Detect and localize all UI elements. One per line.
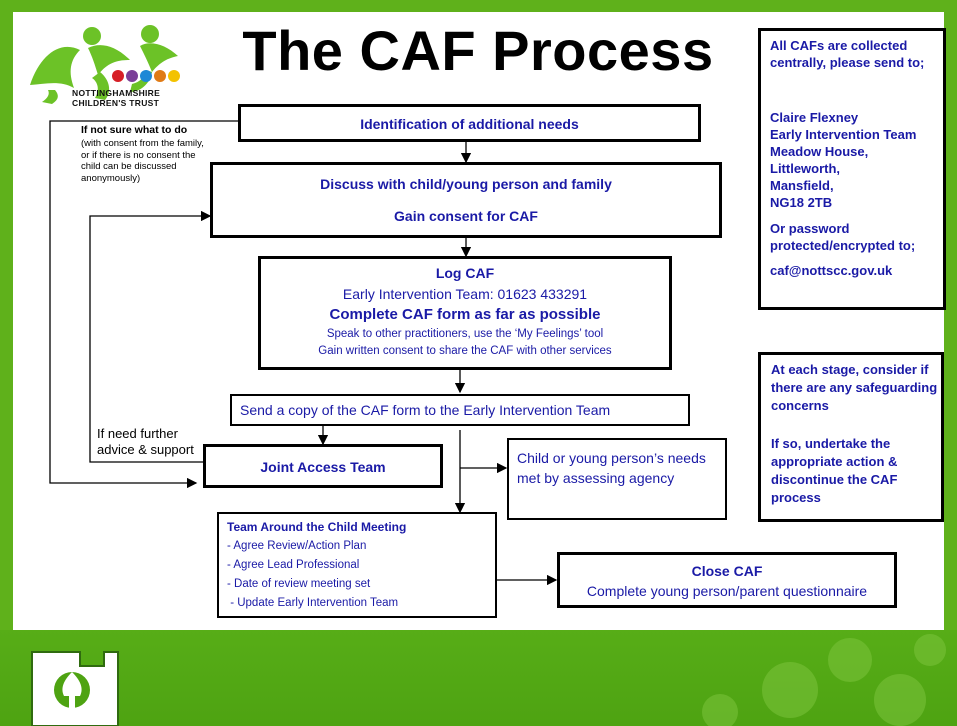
- discuss-line2: Gain consent for CAF: [394, 208, 538, 224]
- info-email: caf@nottscc.gov.uk: [770, 263, 893, 278]
- further-advice-line1: If need further: [97, 426, 178, 441]
- logo-text-line1: NOTTINGHAMSHIRE: [72, 88, 161, 98]
- needs-met-box: Child or young person’s needs met by ass…: [507, 438, 727, 520]
- needs-met-label: Child or young person’s needs met by ass…: [517, 450, 706, 486]
- info-address-0: Claire Flexney: [770, 110, 859, 125]
- info-box: All CAFs are collected centrally, please…: [758, 28, 946, 310]
- safeguarding-line1: At each stage, consider if there are any…: [771, 362, 938, 413]
- info-address-3: Littleworth,: [770, 161, 841, 176]
- send-copy-box: Send a copy of the CAF form to the Early…: [230, 394, 690, 426]
- log-caf-speak: Speak to other practitioners, use the ‘M…: [326, 328, 604, 340]
- send-copy-label: Send a copy of the CAF form to the Early…: [240, 402, 611, 418]
- green-border-left: [0, 0, 13, 640]
- tac-item-2: - Date of review meeting set: [227, 578, 371, 590]
- log-caf-complete: Complete CAF form as far as possible: [329, 306, 601, 323]
- discuss-line1: Discuss with child/young person and fami…: [320, 176, 612, 192]
- info-or-password: Or password protected/encrypted to;: [770, 221, 916, 253]
- log-caf-phone: Early Intervention Team: 01623 433291: [342, 286, 588, 302]
- joint-access-box: Joint Access Team: [203, 444, 443, 488]
- close-caf-line: Complete young person/parent questionnai…: [586, 583, 868, 599]
- joint-access-label: Joint Access Team: [260, 459, 386, 475]
- log-caf-heading: Log CAF: [435, 265, 495, 281]
- safeguarding-line2: If so, undertake the appropriate action …: [771, 436, 898, 505]
- logo-text-line2: CHILDREN'S TRUST: [72, 98, 160, 108]
- tac-item-3: - Update Early Intervention Team: [227, 597, 399, 609]
- log-caf-consent: Gain written consent to share the CAF wi…: [318, 345, 612, 357]
- safeguarding-box: At each stage, consider if there are any…: [758, 352, 944, 522]
- identification-box: Identification of additional needs: [238, 104, 701, 142]
- further-advice-line2: advice & support: [97, 442, 194, 457]
- not-sure-body: (with consent from the family, or if the…: [81, 138, 204, 184]
- tac-item-0: - Agree Review/Action Plan: [227, 540, 367, 552]
- council-crest-icon: [31, 651, 119, 726]
- tac-item-1: - Agree Lead Professional: [227, 559, 360, 571]
- info-address-2: Meadow House,: [770, 144, 869, 159]
- close-caf-box: Close CAF Complete young person/parent q…: [557, 552, 897, 608]
- identification-label: Identification of additional needs: [360, 116, 579, 132]
- page-title: The CAF Process: [242, 19, 714, 82]
- green-border-top: [0, 0, 957, 12]
- not-sure-heading: If not sure what to do: [81, 124, 188, 136]
- info-address-5: NG18 2TB: [770, 195, 833, 210]
- tac-heading: Team Around the Child Meeting: [227, 520, 407, 534]
- close-caf-heading: Close CAF: [691, 563, 763, 579]
- info-intro: All CAFs are collected centrally, please…: [770, 38, 925, 70]
- info-address-1: Early Intervention Team: [770, 127, 917, 142]
- green-border-right: [944, 0, 957, 640]
- log-caf-box: Log CAF Early Intervention Team: 01623 4…: [258, 256, 672, 370]
- decorative-snowflake-icon: [702, 634, 946, 726]
- discuss-box: Discuss with child/young person and fami…: [210, 162, 722, 238]
- tac-box: Team Around the Child Meeting - Agree Re…: [217, 512, 497, 618]
- info-address-4: Mansfield,: [770, 178, 834, 193]
